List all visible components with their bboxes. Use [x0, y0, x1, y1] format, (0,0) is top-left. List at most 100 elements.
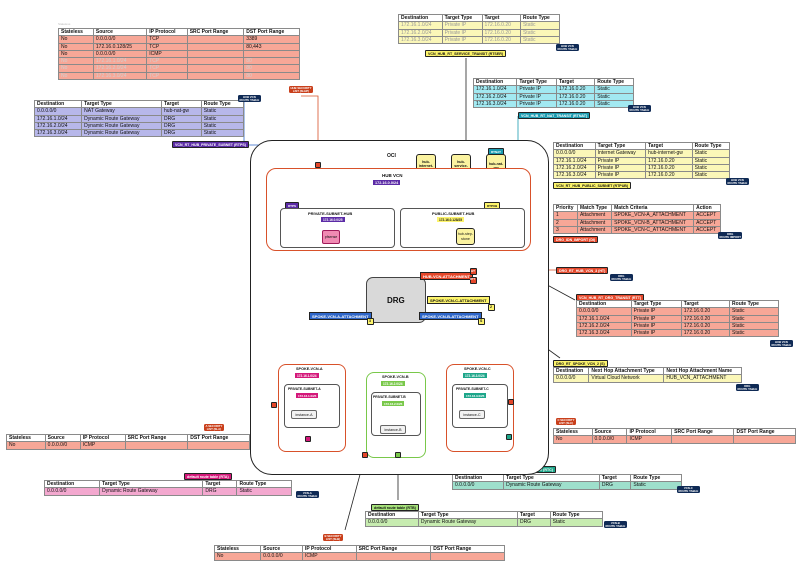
cell: 172.16.0.20 — [481, 28, 521, 37]
a-route-table-badge: VCN-A ROUTE TABLE — [296, 490, 319, 499]
cell: 172.16.1.0/24 — [33, 114, 83, 123]
cell: Static — [729, 328, 779, 338]
cell: Private IP — [630, 307, 682, 316]
instance-b[interactable]: instance-B — [380, 425, 406, 434]
col-header: SRC Port Range — [671, 427, 735, 437]
cell: ACCEPT — [693, 211, 721, 220]
cell: 0.0.0.0/0 — [92, 49, 148, 59]
col-header: Target Type — [594, 141, 647, 151]
col-header: Stateless — [58, 27, 94, 37]
cell: Private IP — [630, 321, 682, 331]
cell: 172.16.3.0/24 — [576, 328, 632, 338]
cell: 172.16.2.0/24 — [576, 321, 632, 331]
pfsense-instance[interactable]: pfsense — [322, 230, 340, 244]
col-header: Target — [680, 299, 731, 309]
cell: 172.16.0.20 — [645, 156, 693, 165]
cell: TCP — [146, 35, 188, 44]
instance-c[interactable]: instance-C — [459, 410, 485, 419]
cell: 172.16.2.0/24 — [398, 28, 443, 37]
a-security-list-badge: A SECURITY LIST (SLA) — [204, 423, 224, 432]
cell: 80 — [243, 71, 300, 80]
stepstone-instance[interactable]: hub-step- stone — [456, 228, 475, 245]
cell: 0.0.0.0/0 — [591, 435, 628, 444]
cell: Static — [236, 487, 292, 496]
col-header: Stateless — [553, 427, 593, 437]
col-header: Target Type — [503, 473, 600, 483]
col-header: Target — [645, 141, 693, 151]
cell — [733, 435, 796, 444]
cell: 172.16.1.0/24 — [576, 314, 632, 323]
cell: TCP — [146, 71, 188, 80]
drg-import-tag: DRG_IDN_IMPORT (DI) — [553, 236, 599, 243]
cell: Private IP — [594, 163, 647, 173]
cell: 172.16.2.0/24 — [553, 163, 596, 173]
cell: 172.16.2.0/24 — [472, 92, 518, 101]
spoke-vcn-a-attachment[interactable]: SPOKE-VCN-A-ATTACHMENT — [309, 312, 372, 320]
nat-transit-rt-badge: HUB VCN ROUTE TABLE — [628, 104, 651, 113]
cell: DRG — [202, 487, 238, 496]
cell — [124, 441, 189, 450]
spoke-vcn-b-attachment[interactable]: SPOKE-VCN-B-ATTACHMENT — [419, 312, 482, 320]
private-subnet-a-label: PRIVATE-SUBNET-A — [288, 387, 321, 391]
spoke-vcn-c-attachment[interactable]: SPOKE-VCN-C-ATTACHMENT — [427, 296, 490, 304]
cell: Static — [729, 314, 779, 323]
top-left-caption: Stateless — [58, 22, 71, 26]
cell: Private IP — [630, 328, 682, 338]
cell: 172.16.0.20 — [555, 99, 596, 109]
cell — [355, 552, 432, 561]
rtt-marker — [470, 277, 477, 284]
drg-router[interactable] — [366, 277, 426, 323]
cell: SPOKE_VCN-B_ATTACHMENT — [611, 218, 695, 227]
cell: Static — [200, 128, 245, 138]
instance-a[interactable]: instance-A — [291, 410, 317, 419]
col-header: Target Type — [417, 510, 518, 520]
marker-2-label: 2 — [490, 305, 492, 309]
cell: 0.0.0.0/0 — [553, 149, 596, 158]
col-header: Target — [481, 13, 521, 23]
cell: Virtual Cloud Network — [588, 374, 665, 383]
private-subnet-b-cidr: 172.16.2.0/25 — [382, 401, 405, 406]
cell: 0.0.0.0/0 — [365, 518, 419, 527]
col-header: Action — [693, 203, 721, 213]
cell: DRG — [516, 518, 551, 527]
hub-public-rt-tag: VCN_RT_HUB_PUBLIC_SUBNET (RTPUB) — [553, 182, 632, 189]
private-subnet-a-cidr: 172.16.1.0/25 — [296, 393, 319, 398]
hub-vcn-label: HUB VCN — [382, 173, 403, 178]
col-header: Target Type — [630, 299, 682, 309]
cell: 0.0.0.0/0 — [43, 487, 101, 496]
a-route-table-tag: default route table (RTA) — [184, 473, 232, 480]
hub-vcn-attachment[interactable]: HUB-VCN-ATTACHMENT — [420, 272, 473, 280]
col-header: Route Type — [729, 299, 779, 309]
cell: ICMP — [146, 49, 188, 59]
cell: 3389 — [243, 35, 300, 44]
cell: DRG — [598, 481, 632, 490]
cell: hub-nat-gw — [161, 107, 202, 116]
cell — [186, 35, 245, 44]
cell — [186, 71, 245, 80]
cell: No — [58, 71, 94, 80]
cell: 0.0.0.0/0 — [33, 107, 83, 116]
cell: ICMP — [302, 552, 357, 561]
cell: 172.16.3.0/24 — [33, 128, 83, 138]
col-header: DST Port Range — [187, 433, 250, 443]
cell: 80 — [243, 56, 300, 66]
cell: 172.16.3.0/24 — [472, 99, 518, 109]
col-header: Route Type — [236, 479, 292, 489]
cell — [243, 49, 300, 59]
cell: Static — [594, 92, 634, 101]
b-route-table-tag: default route table (RTB) — [371, 504, 419, 511]
col-header: Destination — [576, 299, 632, 309]
spoke-vcn-c-label: SPOKE-VCN-C — [464, 367, 491, 371]
